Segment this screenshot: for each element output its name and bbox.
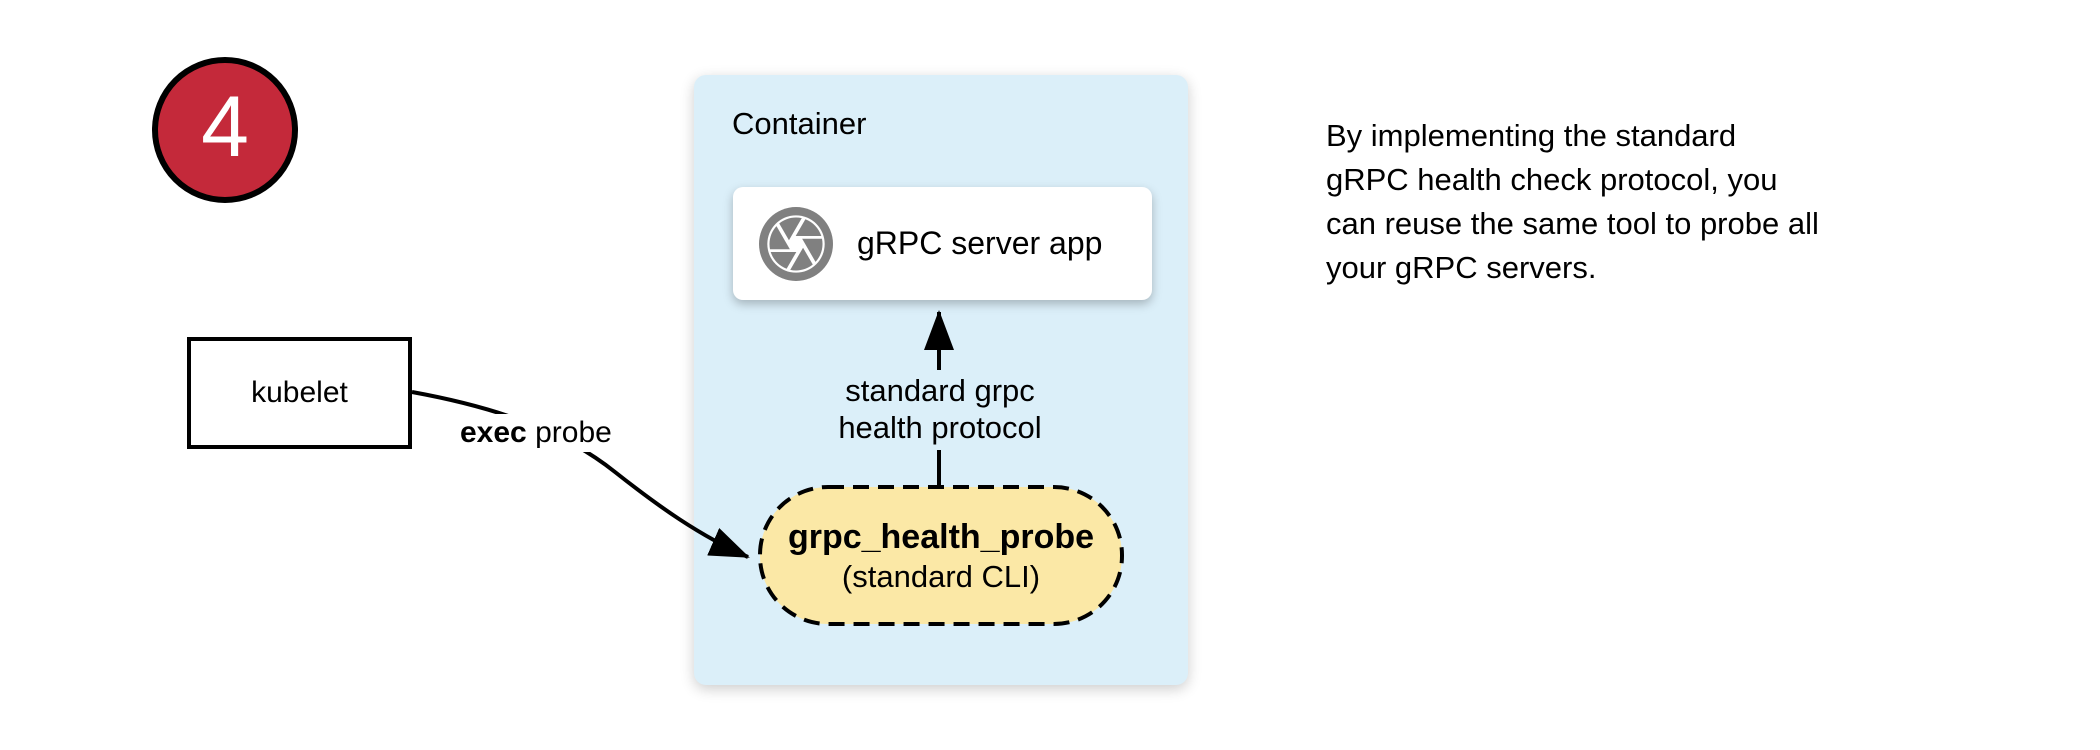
aperture-icon: [759, 206, 833, 281]
step-badge: 4: [152, 57, 298, 203]
kubelet-box: kubelet: [187, 337, 412, 449]
probe-pill-text: grpc_health_probe (standard CLI): [760, 487, 1122, 624]
container-title: Container: [732, 106, 867, 141]
probe-pill-title: grpc_health_probe: [787, 517, 1095, 556]
probe-pill-subtitle: (standard CLI): [841, 558, 1041, 594]
exec-probe-label-rest: probe: [526, 416, 612, 449]
health-protocol-label-line1: standard grpc: [845, 373, 1035, 408]
note-line: your gRPC servers.: [1326, 250, 1597, 285]
grpc-server-box: gRPC server app: [733, 187, 1152, 300]
note-line: gRPC health check protocol, you: [1326, 162, 1778, 197]
note-line: can reuse the same tool to probe all: [1326, 206, 1819, 241]
health-protocol-label: standard grpc health protocol: [799, 370, 1081, 450]
health-protocol-label-line2: health protocol: [838, 410, 1042, 445]
exec-probe-label-bold: exec: [460, 416, 527, 449]
note-line: By implementing the standard: [1326, 118, 1737, 153]
note-text: By implementing the standard gRPC health…: [1326, 114, 1819, 290]
kubelet-label: kubelet: [251, 376, 348, 409]
grpc-server-label: gRPC server app: [857, 225, 1103, 261]
exec-probe-label: exec probe: [452, 414, 620, 452]
step-number: 4: [201, 79, 249, 175]
